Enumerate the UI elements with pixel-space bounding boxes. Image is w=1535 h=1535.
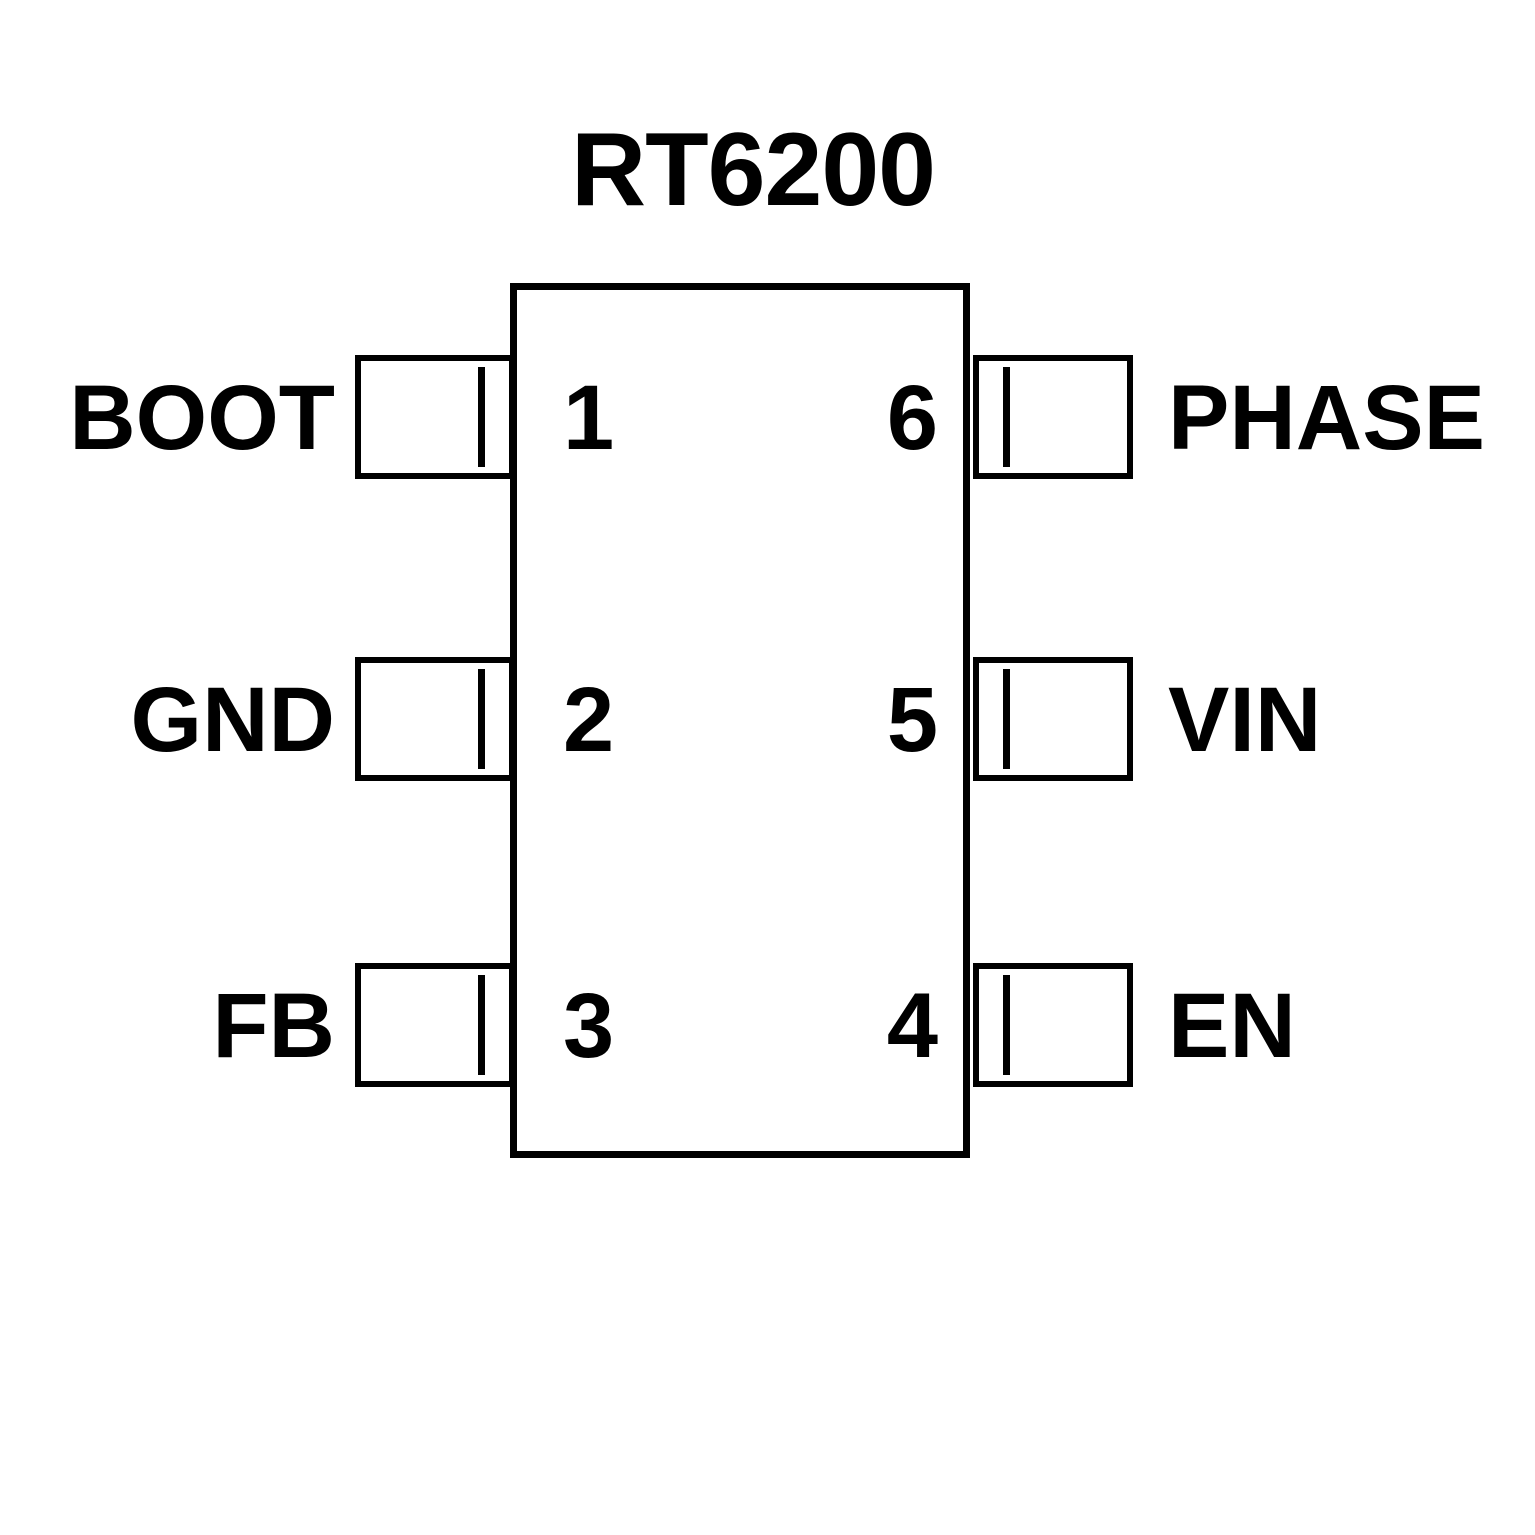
pin-number-3: 3 (563, 975, 615, 1077)
pin-pad-6 (973, 355, 1133, 479)
pin-pad-5 (973, 657, 1133, 781)
pin-pad-inner-line (478, 367, 485, 467)
page-title: RT6200 (571, 112, 936, 228)
pin-pad-2 (355, 657, 515, 781)
pin-pad-inner-line (1003, 367, 1010, 467)
pin-label-fb: FB (212, 975, 335, 1077)
pin-pad-inner-line (1003, 975, 1010, 1075)
pin-number-2: 2 (563, 669, 615, 771)
pin-label-phase: PHASE (1168, 367, 1485, 469)
ic-body-outline (510, 283, 970, 1158)
pin-pad-inner-line (478, 669, 485, 769)
pin-number-4: 4 (886, 975, 938, 1077)
pin-pad-3 (355, 963, 515, 1087)
pin-label-gnd: GND (130, 669, 335, 771)
pin-pad-inner-line (1003, 669, 1010, 769)
pin-label-boot: BOOT (69, 367, 335, 469)
pin-pad-4 (973, 963, 1133, 1087)
pin-number-5: 5 (886, 669, 938, 771)
pin-pad-1 (355, 355, 515, 479)
pin-pad-inner-line (478, 975, 485, 1075)
pin-label-en: EN (1168, 975, 1296, 1077)
pin-number-6: 6 (886, 367, 938, 469)
pin-number-1: 1 (563, 367, 615, 469)
pin-label-vin: VIN (1168, 669, 1322, 771)
